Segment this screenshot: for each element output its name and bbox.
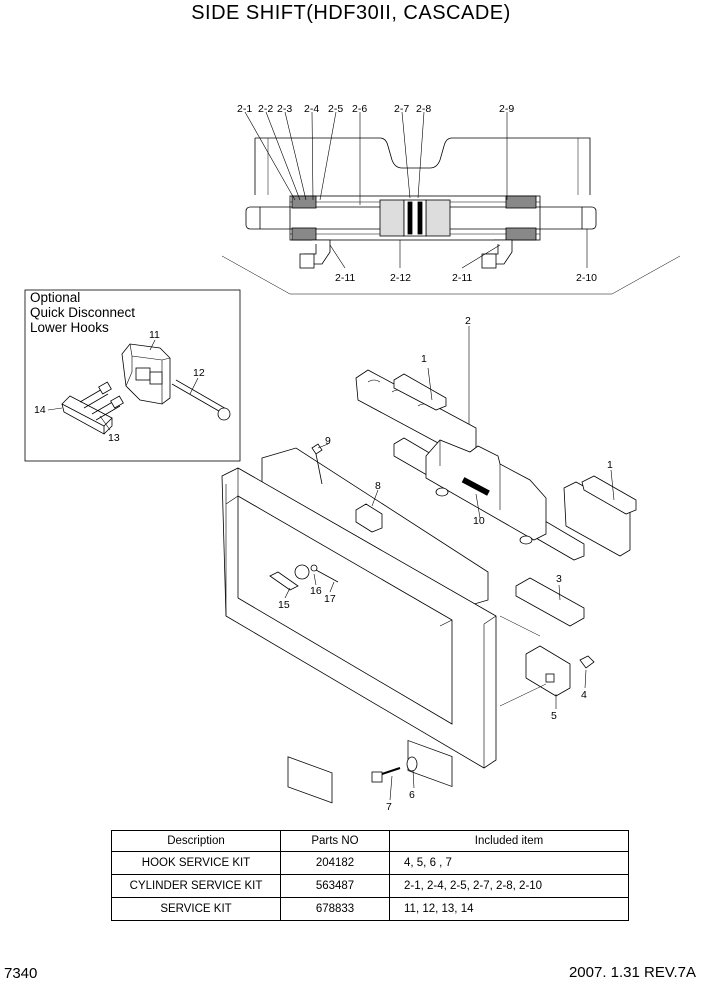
revision-date: 2007. 1.31 REV.7A bbox=[568, 964, 696, 981]
callout-17: 17 bbox=[324, 593, 336, 605]
callout-14: 14 bbox=[34, 404, 46, 416]
cell-description: SERVICE KIT bbox=[111, 897, 281, 921]
cell-parts-no: 678833 bbox=[280, 897, 390, 921]
cell-included-item: 2-1, 2-4, 2-5, 2-7, 2-8, 2-10 bbox=[389, 874, 629, 898]
page-number: 7340 bbox=[4, 965, 38, 982]
cell-included-item: 11, 12, 13, 14 bbox=[389, 897, 629, 921]
callout-2-7: 2-7 bbox=[394, 103, 409, 115]
header-included-item: Included item bbox=[389, 830, 629, 852]
callout-2-5: 2-5 bbox=[328, 103, 343, 115]
lower-hooks-label: Lower Hooks bbox=[30, 320, 109, 335]
callout-2-2: 2-2 bbox=[258, 103, 273, 115]
cell-parts-no: 563487 bbox=[280, 874, 390, 898]
callout-2-6: 2-6 bbox=[352, 103, 367, 115]
callout-2-9: 2-9 bbox=[499, 103, 514, 115]
callout-4: 4 bbox=[581, 689, 587, 701]
table-row: SERVICE KIT 678833 11, 12, 13, 14 bbox=[111, 897, 629, 921]
callout-15: 15 bbox=[278, 599, 290, 611]
cylinder-section-view bbox=[221, 111, 681, 295]
cell-description: HOOK SERVICE KIT bbox=[111, 851, 281, 875]
quick-disconnect-label: Quick Disconnect bbox=[30, 305, 135, 320]
callout-9: 9 bbox=[325, 435, 331, 447]
table-row: CYLINDER SERVICE KIT 563487 2-1, 2-4, 2-… bbox=[111, 874, 629, 898]
callout-3: 3 bbox=[556, 573, 562, 585]
header-description: Description bbox=[111, 830, 281, 852]
callout-7: 7 bbox=[386, 801, 392, 813]
callout-2-8: 2-8 bbox=[416, 103, 431, 115]
callout-2-11-right: 2-11 bbox=[452, 272, 472, 284]
callout-12: 12 bbox=[193, 367, 205, 379]
optional-quick-disconnect-box bbox=[24, 289, 241, 462]
service-kit-table: Description Parts NO Included item HOOK … bbox=[111, 830, 629, 921]
cell-included-item: 4, 5, 6 , 7 bbox=[389, 851, 629, 875]
callout-1-right: 1 bbox=[607, 459, 613, 471]
table-header-row: Description Parts NO Included item bbox=[111, 830, 629, 852]
callout-2-4: 2-4 bbox=[304, 103, 319, 115]
optional-label: Optional bbox=[30, 290, 80, 305]
callout-2-11-left: 2-11 bbox=[335, 272, 355, 284]
callout-8: 8 bbox=[375, 480, 381, 492]
cell-description: CYLINDER SERVICE KIT bbox=[111, 874, 281, 898]
callout-1-left: 1 bbox=[421, 353, 427, 365]
callout-6: 6 bbox=[409, 789, 415, 801]
callout-2-12: 2-12 bbox=[390, 272, 411, 284]
callout-2: 2 bbox=[465, 315, 471, 327]
page-title: SIDE SHIFT(HDF30II, CASCADE) bbox=[191, 2, 511, 24]
header-parts-no: Parts NO bbox=[280, 830, 390, 852]
cell-parts-no: 204182 bbox=[280, 851, 390, 875]
callout-16: 16 bbox=[310, 585, 322, 597]
callout-2-3: 2-3 bbox=[277, 103, 292, 115]
carriage-assembly bbox=[221, 326, 637, 804]
callout-2-1: 2-1 bbox=[237, 103, 252, 115]
callout-11: 11 bbox=[149, 329, 160, 341]
callout-2-10: 2-10 bbox=[576, 272, 597, 284]
callout-10: 10 bbox=[473, 515, 485, 527]
callout-5: 5 bbox=[551, 710, 557, 722]
callout-13: 13 bbox=[108, 432, 120, 444]
table-row: HOOK SERVICE KIT 204182 4, 5, 6 , 7 bbox=[111, 851, 629, 875]
